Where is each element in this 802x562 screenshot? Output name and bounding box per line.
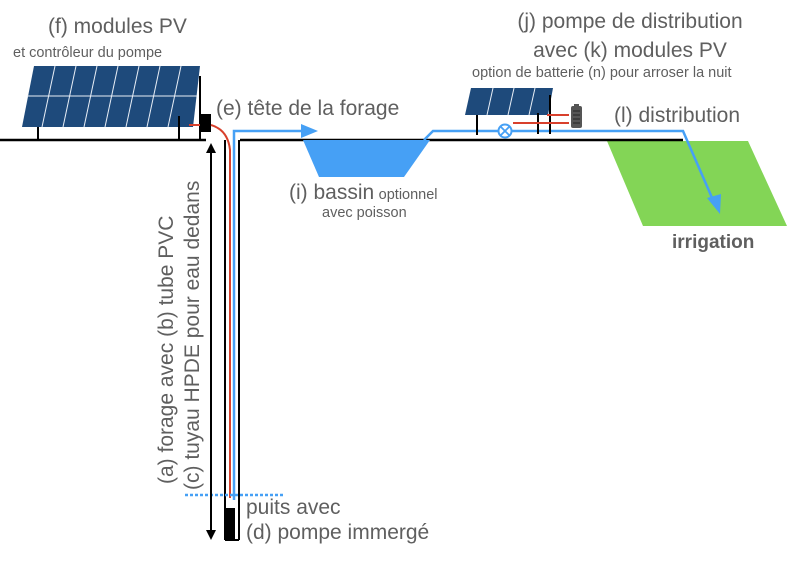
power-cable (189, 124, 231, 498)
label-l-distribution: (l) distribution (614, 104, 741, 127)
distribution-pipe (423, 129, 715, 201)
label-c-hdpe-pipe: (c) tuyau HPDE pour eau dedans (181, 180, 204, 490)
label-well: puits avec (246, 496, 341, 519)
flow-arrow-icon (301, 124, 318, 138)
label-j-distribution-pump: (j) pompe de distribution (517, 10, 743, 33)
solar-panel-small-icon (465, 87, 553, 135)
label-k-pv-modules: avec (k) modules PV (533, 39, 727, 62)
label-i-optional: optionnel (378, 187, 438, 203)
label-f-modules-pv: (f) modules PV (48, 15, 187, 38)
label-e-borehole-head: (e) tête de la forage (216, 97, 400, 120)
label-f-controller: et contrôleur du pompe (13, 45, 163, 61)
submersible-pump-icon (226, 508, 235, 540)
label-i-with-fish: avec poisson (322, 205, 407, 221)
label-n-battery-option: option de batterie (n) pour arroser la n… (472, 65, 732, 81)
solar-panel-icon (22, 65, 200, 141)
pond-basin (303, 140, 430, 177)
pump-valve-icon (497, 123, 513, 139)
label-i-main: (i) bassin (289, 181, 375, 204)
depth-arrow-up-icon (206, 143, 216, 153)
label-a-borehole-b-pvc: (a) forage avec (b) tube PVC (155, 215, 178, 484)
label-irrigation: irrigation (672, 232, 755, 253)
battery-icon (571, 104, 582, 128)
label-i-pond: (i) bassin optionnel (289, 182, 438, 203)
irrigation-field (607, 141, 787, 226)
label-d-submersible-pump: (d) pompe immergé (246, 521, 430, 544)
hdpe-water-pipe (232, 129, 303, 500)
depth-arrow-down-icon (206, 530, 216, 540)
distribution-arrow-icon (707, 194, 721, 214)
controller-box-icon (200, 114, 211, 132)
